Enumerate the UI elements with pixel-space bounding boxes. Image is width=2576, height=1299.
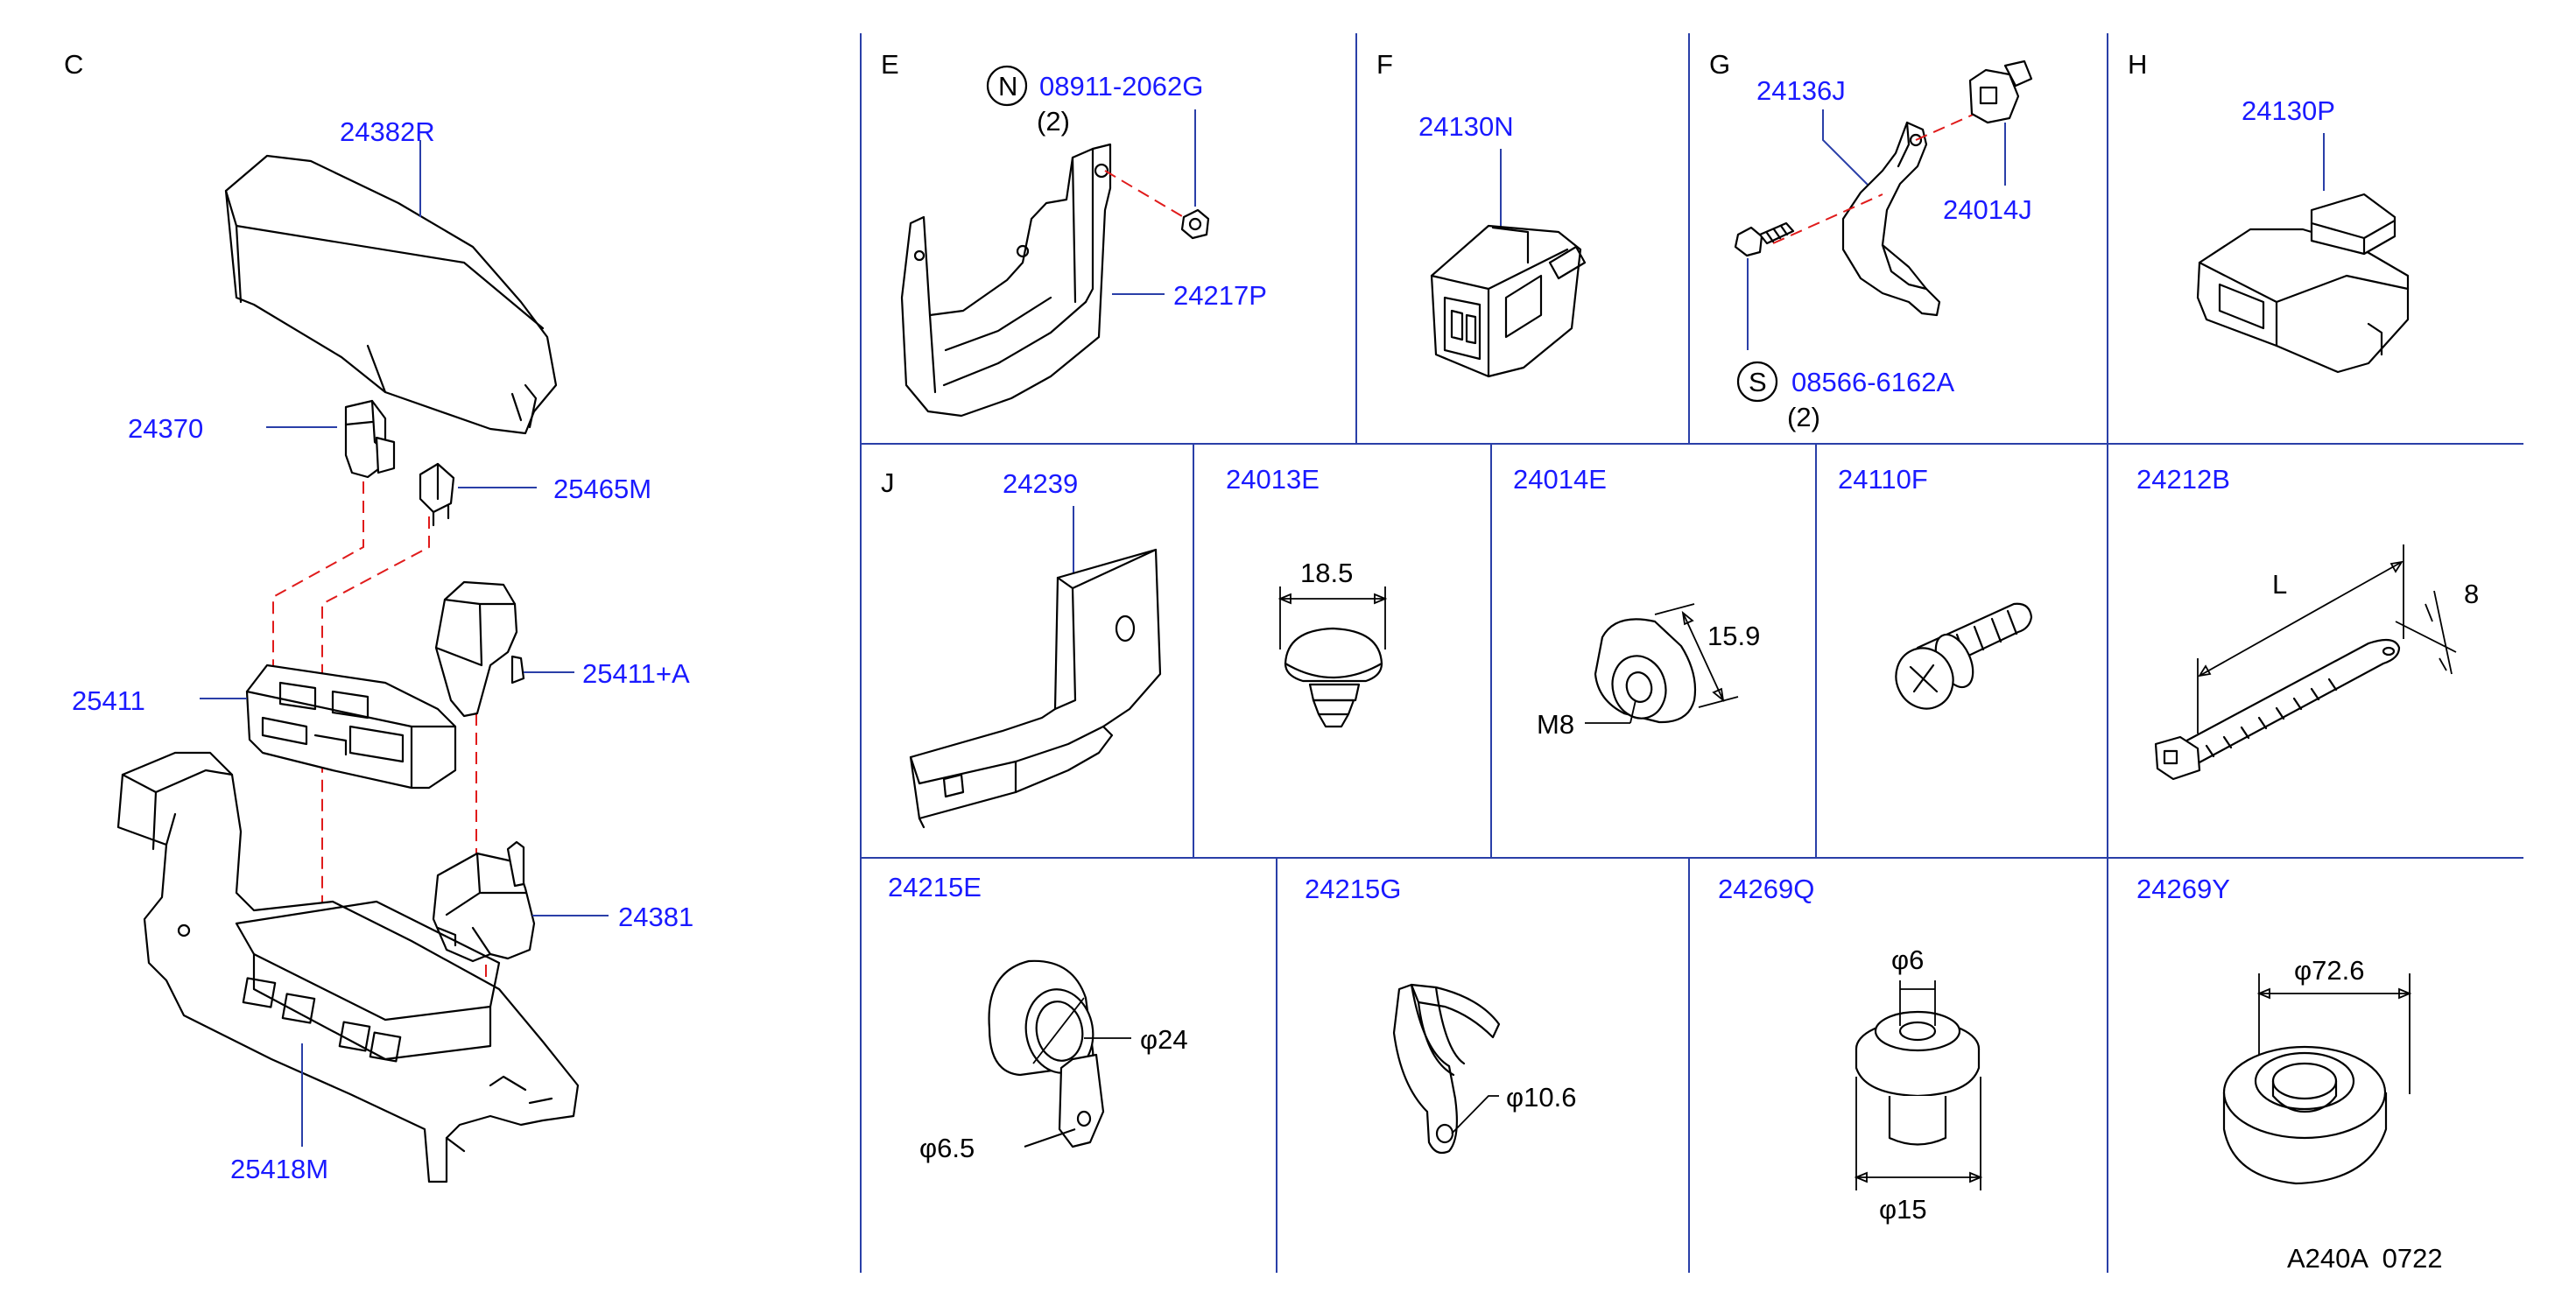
dim-24014E-m: M8	[1537, 709, 1574, 740]
dim-24013E-lines	[1277, 586, 1388, 650]
part-24110F-drawing	[1895, 602, 2033, 710]
section-label-j: J	[881, 467, 895, 498]
dim-24269Q-top: φ6	[1891, 944, 1924, 975]
part-24212B-label: 24212B	[2136, 464, 2230, 495]
part-25411-drawing	[245, 664, 457, 790]
part-24110F-label: 24110F	[1838, 464, 1928, 495]
part-24130N-drawing	[1430, 224, 1587, 378]
part-24239-label: 24239	[1003, 468, 1078, 499]
assembly-dash-lines	[272, 481, 487, 1059]
part-25418M-drawing	[116, 751, 580, 1183]
part-24217P-drawing	[900, 143, 1112, 418]
g-dash-line-bolt	[1772, 193, 1883, 244]
part-24130N-label: 24130N	[1418, 111, 1514, 142]
part-24381-drawing	[432, 840, 536, 963]
part-24269Y-drawing	[2222, 1045, 2388, 1185]
s-mark-circle	[1736, 361, 1778, 403]
part-24130P-drawing	[2196, 193, 2410, 374]
n-mark-symbol: N	[998, 71, 1017, 102]
part-24215G-drawing	[1392, 983, 1501, 1155]
part-24014E-label: 24014E	[1513, 464, 1607, 495]
e-dash-line	[1104, 170, 1187, 220]
part-24269Y-label: 24269Y	[2136, 874, 2230, 904]
grid-lines	[860, 33, 2523, 1273]
part-24239-drawing	[909, 548, 1162, 829]
dim-24014E-lines	[1585, 603, 1739, 724]
part-24014J-drawing	[1968, 60, 2033, 124]
dim-24013E: 18.5	[1300, 558, 1353, 588]
part-24215G-label: 24215G	[1305, 874, 1401, 904]
nut-08911-drawing	[1180, 208, 1210, 240]
part-24136J-label: 24136J	[1756, 75, 1846, 106]
dim-24014E-h: 15.9	[1707, 621, 1760, 651]
part-24013E-label: 24013E	[1226, 464, 1320, 495]
part-24381-label: 24381	[618, 902, 693, 932]
dim-24215E-small: φ6.5	[919, 1133, 975, 1163]
section-label-e: E	[881, 49, 899, 80]
dim-24212B-l: L	[2272, 569, 2287, 600]
part-24013E-drawing	[1284, 627, 1383, 728]
part-24136J-drawing	[1841, 121, 1941, 317]
part-24269Q-label: 24269Q	[1718, 874, 1814, 904]
dim-24212B-lines	[2197, 544, 2457, 734]
part-24382R-drawing	[224, 154, 558, 435]
section-label-h: H	[2128, 49, 2147, 80]
g-dash-line-top	[1915, 111, 1980, 141]
part-24130P-label: 24130P	[2242, 95, 2335, 126]
s-mark-symbol: S	[1749, 367, 1767, 397]
part-25411A-label: 25411+A	[582, 658, 690, 689]
part-24370-drawing	[344, 399, 396, 479]
part-24217P-label: 24217P	[1173, 280, 1267, 311]
part-08566-qty: (2)	[1787, 402, 1820, 432]
dim-24215E-big: φ24	[1140, 1024, 1188, 1055]
dim-24269Q-bot: φ15	[1879, 1194, 1927, 1225]
part-08911-label: 08911-2062G	[1039, 71, 1203, 102]
part-24382R-label: 24382R	[340, 116, 435, 147]
part-08911-qty: (2)	[1037, 106, 1070, 137]
section-label-f: F	[1376, 49, 1393, 80]
n-mark-circle	[986, 65, 1028, 107]
part-25411A-drawing	[434, 580, 525, 718]
section-label-c: C	[64, 49, 83, 80]
part-08566-label: 08566-6162A	[1791, 367, 1954, 397]
footer-code: A240A 0722	[2287, 1243, 2443, 1274]
section-label-g: G	[1709, 49, 1730, 80]
part-25418M-label: 25418M	[230, 1154, 328, 1184]
dim-24269Q-lines	[1854, 980, 1983, 1190]
part-25465M-label: 25465M	[553, 474, 651, 504]
dim-24269Y: φ72.6	[2294, 955, 2364, 986]
part-24014E-drawing	[1594, 618, 1697, 724]
part-24014J-label: 24014J	[1943, 194, 2032, 225]
part-24212B-drawing	[2154, 638, 2401, 781]
part-25411-label: 25411	[72, 685, 145, 716]
dim-24212B-w: 8	[2464, 579, 2479, 609]
part-24269Q-drawing	[1855, 1010, 1981, 1146]
part-24215E-drawing	[988, 959, 1105, 1148]
dim-24215G: φ10.6	[1506, 1082, 1576, 1113]
part-25465M-drawing	[419, 462, 455, 527]
bolt-08566-drawing	[1734, 221, 1795, 257]
part-24370-label: 24370	[128, 413, 203, 444]
part-24215E-label: 24215E	[888, 872, 982, 902]
